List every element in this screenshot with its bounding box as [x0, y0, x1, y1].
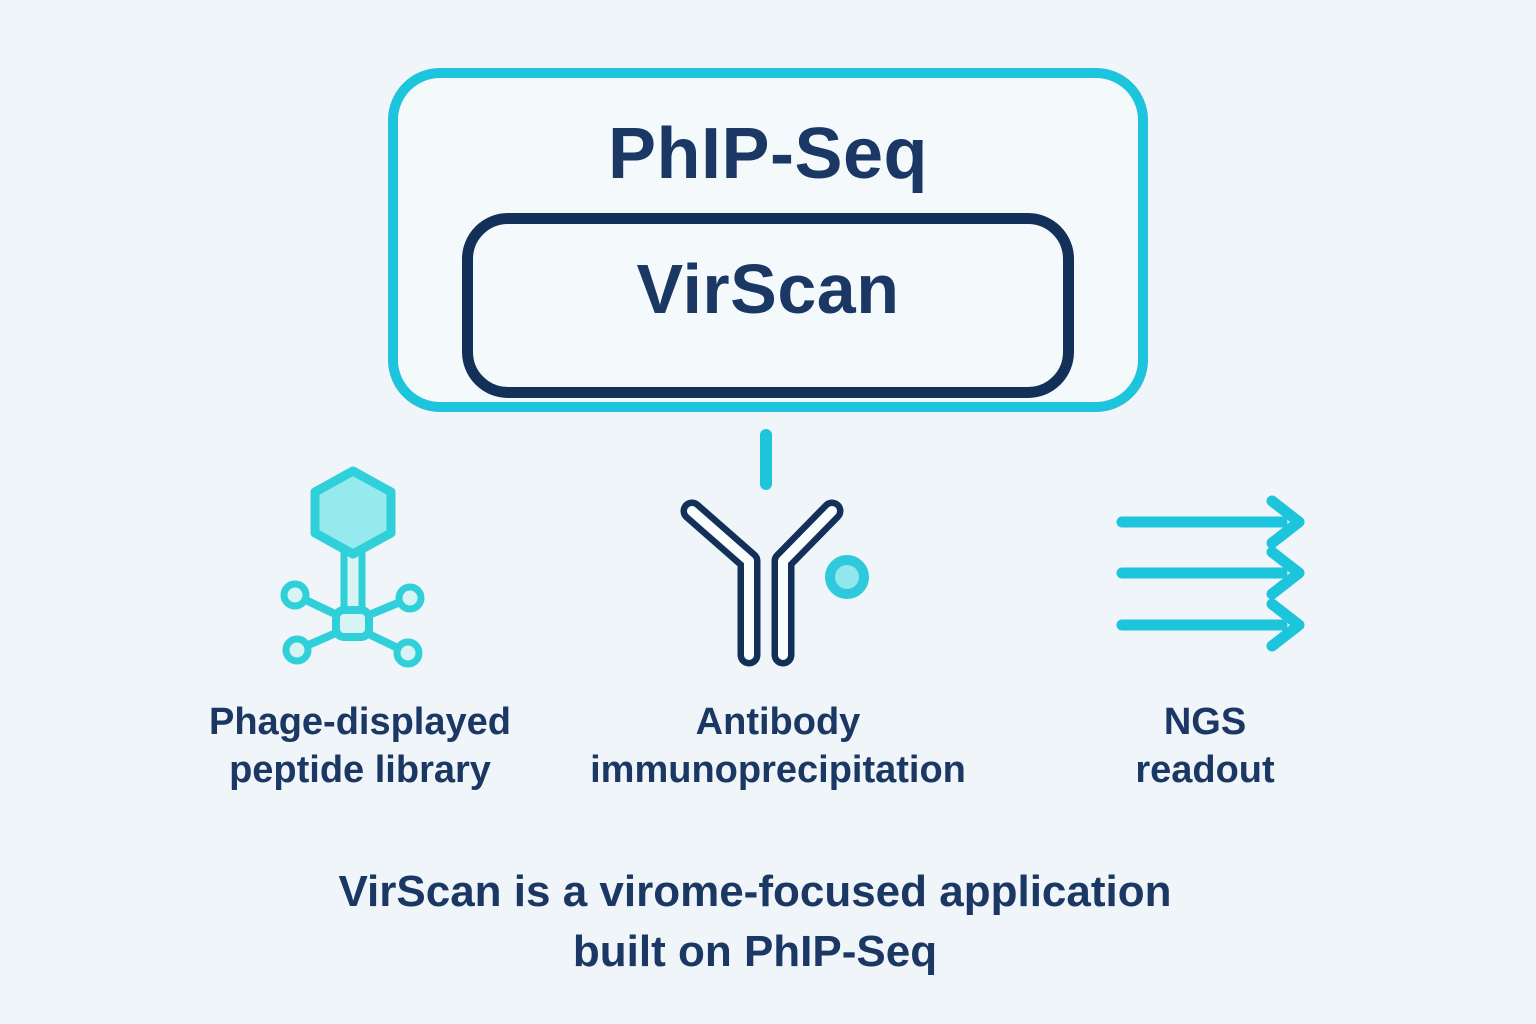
phage-head [310, 466, 396, 559]
phage-label-line2: peptide library [229, 749, 491, 791]
antibody-label: Antibody immunoprecipitation [538, 698, 1018, 794]
ngs-label-line1: NGS [1163, 701, 1247, 743]
antibody-label-line2: immunoprecipitation [590, 749, 966, 791]
phage-leg-tips [280, 580, 425, 668]
phage-label: Phage-displayed peptide library [130, 698, 590, 794]
phipseq-box: PhIP-Seq VirScan [388, 68, 1148, 412]
antibody-right-chain-hollow [778, 506, 837, 660]
phage-collar [332, 606, 373, 641]
phage-icon [280, 466, 425, 668]
antibody-icon [680, 499, 869, 667]
antigen-dot [825, 555, 869, 599]
caption: VirScan is a virome-focused application … [255, 862, 1255, 982]
antibody-left-chain-hollow [687, 506, 754, 660]
ngs-label-line2: readout [1135, 749, 1275, 791]
antibody-label-line1: Antibody [695, 701, 861, 743]
caption-line1: VirScan is a virome-focused application [338, 867, 1172, 916]
caption-line2: built on PhIP-Seq [572, 927, 938, 976]
ngs-arrow-1 [1116, 495, 1305, 549]
ngs-arrows-icon [1116, 495, 1305, 652]
phage-label-line1: Phage-displayed [209, 701, 511, 743]
phipseq-box-title: PhIP-Seq [607, 114, 929, 194]
ngs-arrow-2 [1116, 546, 1305, 600]
virscan-box: VirScan [462, 213, 1074, 398]
ngs-arrow-3 [1116, 598, 1305, 652]
ngs-label: NGS readout [1055, 698, 1355, 794]
connector-line [760, 429, 772, 490]
virscan-box-title: VirScan [636, 249, 900, 328]
